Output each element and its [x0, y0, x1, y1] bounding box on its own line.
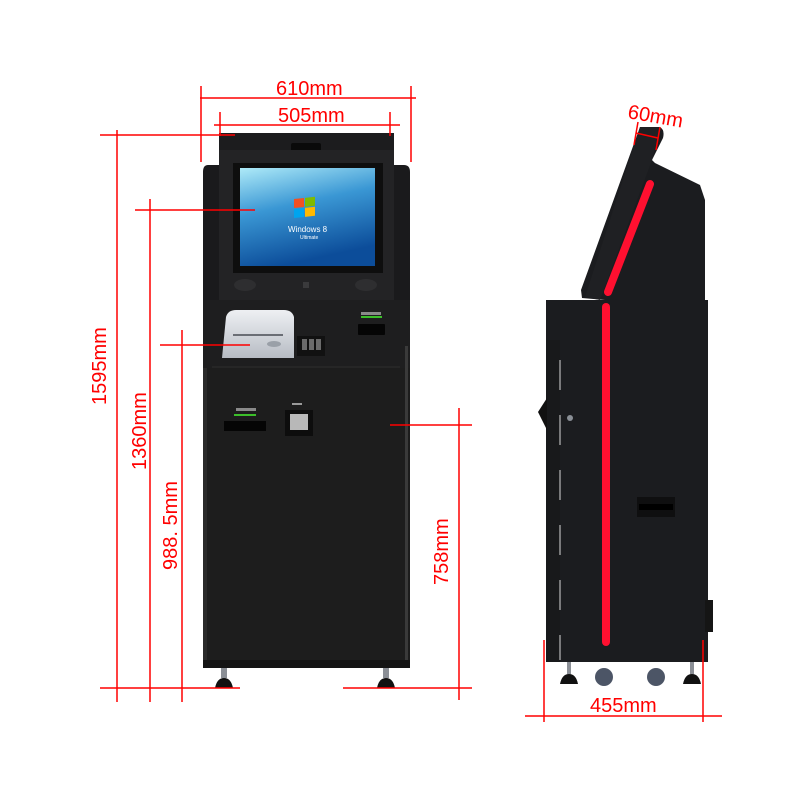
dim-overall-width: 610mm [276, 78, 343, 100]
side-handle [538, 398, 547, 430]
cabinet-left-edge [203, 368, 207, 668]
front-view: Windows 8 Ultimate [203, 133, 410, 688]
accent-stripe-upper [604, 180, 654, 296]
side-foot-rear [683, 662, 701, 684]
side-lock [567, 415, 573, 421]
side-wheel-rear [647, 668, 665, 686]
foot-left [215, 668, 233, 688]
screen-display [240, 168, 375, 266]
speaker-left [234, 279, 256, 291]
dim-base-depth: 455mm [590, 695, 657, 717]
side-rear-box [705, 600, 713, 632]
speaker-right [355, 279, 377, 291]
card-reader-indicator [361, 316, 382, 318]
side-wheel-front [595, 668, 613, 686]
side-view [538, 127, 713, 686]
cabinet-base [203, 660, 410, 668]
side-foot-front [560, 662, 578, 684]
windows-logo-icon [294, 196, 315, 218]
card-slot-indicator [234, 414, 256, 416]
card-slot[interactable] [224, 421, 266, 431]
printer-paper-slot [233, 334, 283, 336]
screen-os-edition: Ultimate [300, 235, 319, 241]
dim-lower-cabinet-height: 758mm [431, 518, 453, 585]
dimension-labels: 610mm 505mm 1595mm 1360mm 988. 5mm 758mm… [89, 78, 685, 717]
side-main-body [546, 300, 708, 662]
printer-button[interactable] [267, 341, 281, 347]
dimension-lines [100, 86, 722, 722]
screen-os-name: Windows 8 [288, 225, 328, 234]
card-slot-label [236, 408, 256, 411]
coin-slot-2 [309, 339, 314, 350]
dim-screen-width: 505mm [278, 105, 345, 127]
card-reader-slot[interactable] [358, 324, 385, 335]
foot-right [377, 668, 395, 688]
microphone [303, 282, 309, 288]
keypad[interactable] [290, 414, 308, 430]
side-front-door [546, 340, 560, 662]
cabinet-right-edge [405, 346, 408, 666]
dim-printer-height: 988. 5mm [160, 481, 182, 570]
dim-overall-height: 1595mm [89, 327, 111, 405]
side-screen-slope [585, 127, 660, 300]
card-reader-label [361, 312, 381, 315]
dim-screen-center-height: 1360mm [129, 392, 151, 470]
keypad-label [292, 403, 302, 405]
side-vent-slot [639, 504, 673, 510]
coin-slot-1 [302, 339, 307, 350]
dim-screen-depth: 60mm [626, 101, 685, 132]
coin-slot-3 [316, 339, 321, 350]
